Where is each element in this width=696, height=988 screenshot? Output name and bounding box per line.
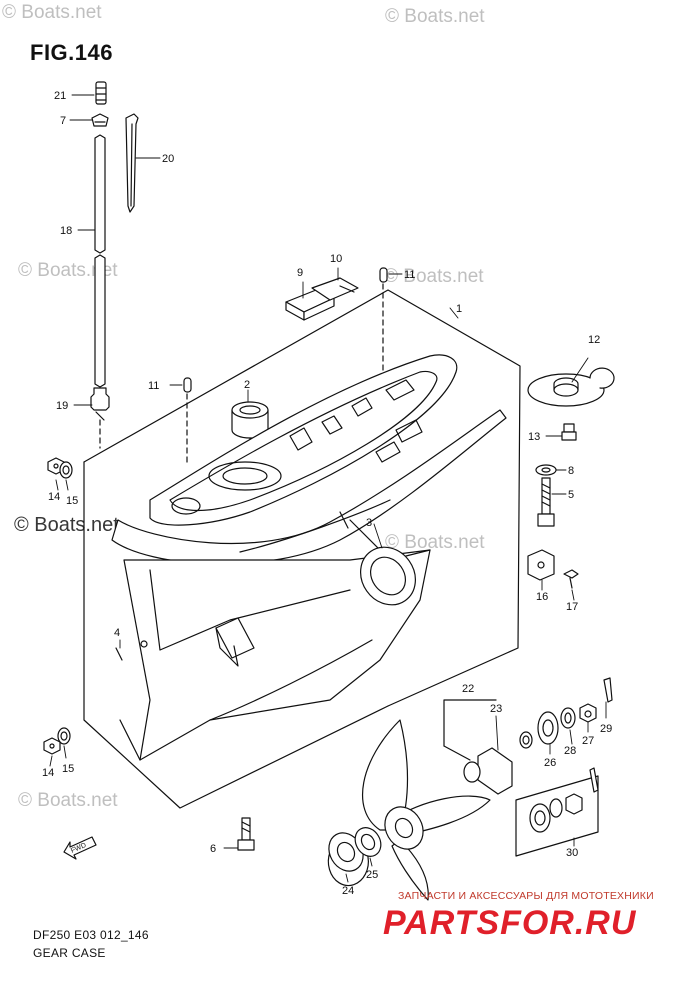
leader-lines	[49, 94, 607, 883]
callout-1: 1	[456, 303, 462, 315]
figure-caption-model: DF250 E03 012_146	[33, 928, 149, 942]
part-7-clip[interactable]	[91, 113, 109, 127]
callout-14: 14	[48, 491, 60, 503]
part-11-dowel-pin[interactable]	[183, 377, 192, 467]
callouts: 21 7 20 18 19 9 10 11 1 11 2 3 12 13 8 5…	[42, 90, 612, 897]
callout-2: 2	[244, 379, 250, 391]
part-21-pin[interactable]	[95, 81, 107, 105]
part-29-cotter-pin[interactable]	[603, 677, 613, 703]
brand-logo[interactable]: PARTSFOR.RU	[383, 904, 637, 942]
part-30-nut-kit[interactable]	[515, 767, 599, 857]
watermark: © Boats.net	[18, 790, 118, 811]
figure-title: FIG.146	[30, 40, 113, 65]
part-15-washer[interactable]	[59, 461, 73, 479]
callout-27: 27	[582, 735, 594, 747]
brand-tagline: ЗАПЧАСТИ И АКСЕССУАРЫ ДЛЯ МОТОТЕХНИКИ	[398, 890, 654, 902]
callout-8: 8	[568, 465, 574, 477]
callout-22: 22	[462, 683, 474, 695]
part-28-washer[interactable]	[560, 707, 576, 729]
part-11-dowel-pin[interactable]	[379, 267, 388, 411]
callout-21: 21	[54, 90, 66, 102]
part-23-bushing[interactable]	[463, 731, 533, 795]
part-24-thrust-washer[interactable]	[322, 827, 370, 887]
part-18-shaft[interactable]	[94, 134, 106, 388]
callout-4: 4	[114, 627, 120, 639]
part-5-bolt[interactable]	[537, 477, 555, 527]
propeller[interactable]	[362, 719, 491, 901]
part-27-nut[interactable]	[579, 703, 597, 723]
part-15-washer[interactable]	[57, 727, 71, 745]
part-20-cable-tie[interactable]	[125, 113, 139, 213]
part-6-bolt[interactable]	[237, 817, 255, 851]
watermark: © Boats.net	[385, 532, 485, 553]
callout-7: 7	[60, 115, 66, 127]
part-25-spacer[interactable]	[350, 823, 386, 861]
part-26-washer[interactable]	[537, 711, 559, 745]
part-9-pad[interactable]	[285, 289, 335, 321]
part-17-screw[interactable]	[563, 569, 579, 589]
callout-14: 14	[42, 767, 54, 779]
watermark: © Boats.net	[14, 514, 119, 536]
part-13-bolt[interactable]	[561, 423, 577, 441]
callout-15: 15	[66, 495, 78, 507]
callout-5: 5	[568, 489, 574, 501]
part-4-pin[interactable]	[115, 640, 148, 661]
watermark: © Boats.net	[385, 6, 485, 27]
callout-17: 17	[566, 601, 578, 613]
part-3-seal[interactable]	[349, 537, 426, 616]
part-12-trim-tab[interactable]	[527, 367, 615, 407]
callout-6: 6	[210, 843, 216, 855]
callout-26: 26	[544, 757, 556, 769]
callout-30: 30	[566, 847, 578, 859]
fwd-arrow-icon	[63, 836, 97, 860]
callout-9: 9	[297, 267, 303, 279]
watermark: © Boats.net	[2, 2, 102, 23]
callout-20: 20	[162, 153, 174, 165]
callout-29: 29	[600, 723, 612, 735]
callout-19: 19	[56, 400, 68, 412]
figure-caption-name: GEAR CASE	[33, 946, 106, 960]
part-14-nut[interactable]	[43, 737, 61, 755]
part-1-gear-case[interactable]	[83, 289, 521, 809]
callout-28: 28	[564, 745, 576, 757]
callout-11: 11	[148, 380, 159, 392]
callout-25: 25	[366, 869, 378, 881]
part-10-pad[interactable]	[311, 277, 359, 301]
watermark: © Boats.net	[18, 260, 118, 281]
part-2-bearing[interactable]	[231, 401, 269, 471]
callout-13: 13	[528, 431, 540, 443]
callout-23: 23	[490, 703, 502, 715]
callout-12: 12	[588, 334, 600, 346]
callout-24: 24	[342, 885, 354, 897]
part-16-nut-block[interactable]	[527, 549, 555, 581]
callout-16: 16	[536, 591, 548, 603]
callout-10: 10	[330, 253, 342, 265]
part-19-shaft-end[interactable]	[90, 387, 110, 449]
callout-15: 15	[62, 763, 74, 775]
part-22-propeller-kit[interactable]	[443, 699, 497, 761]
callout-18: 18	[60, 225, 72, 237]
callout-11: 11	[404, 269, 415, 281]
part-8-washer[interactable]	[535, 464, 557, 476]
callout-3: 3	[366, 517, 372, 529]
watermark: © Boats.net	[384, 266, 484, 287]
